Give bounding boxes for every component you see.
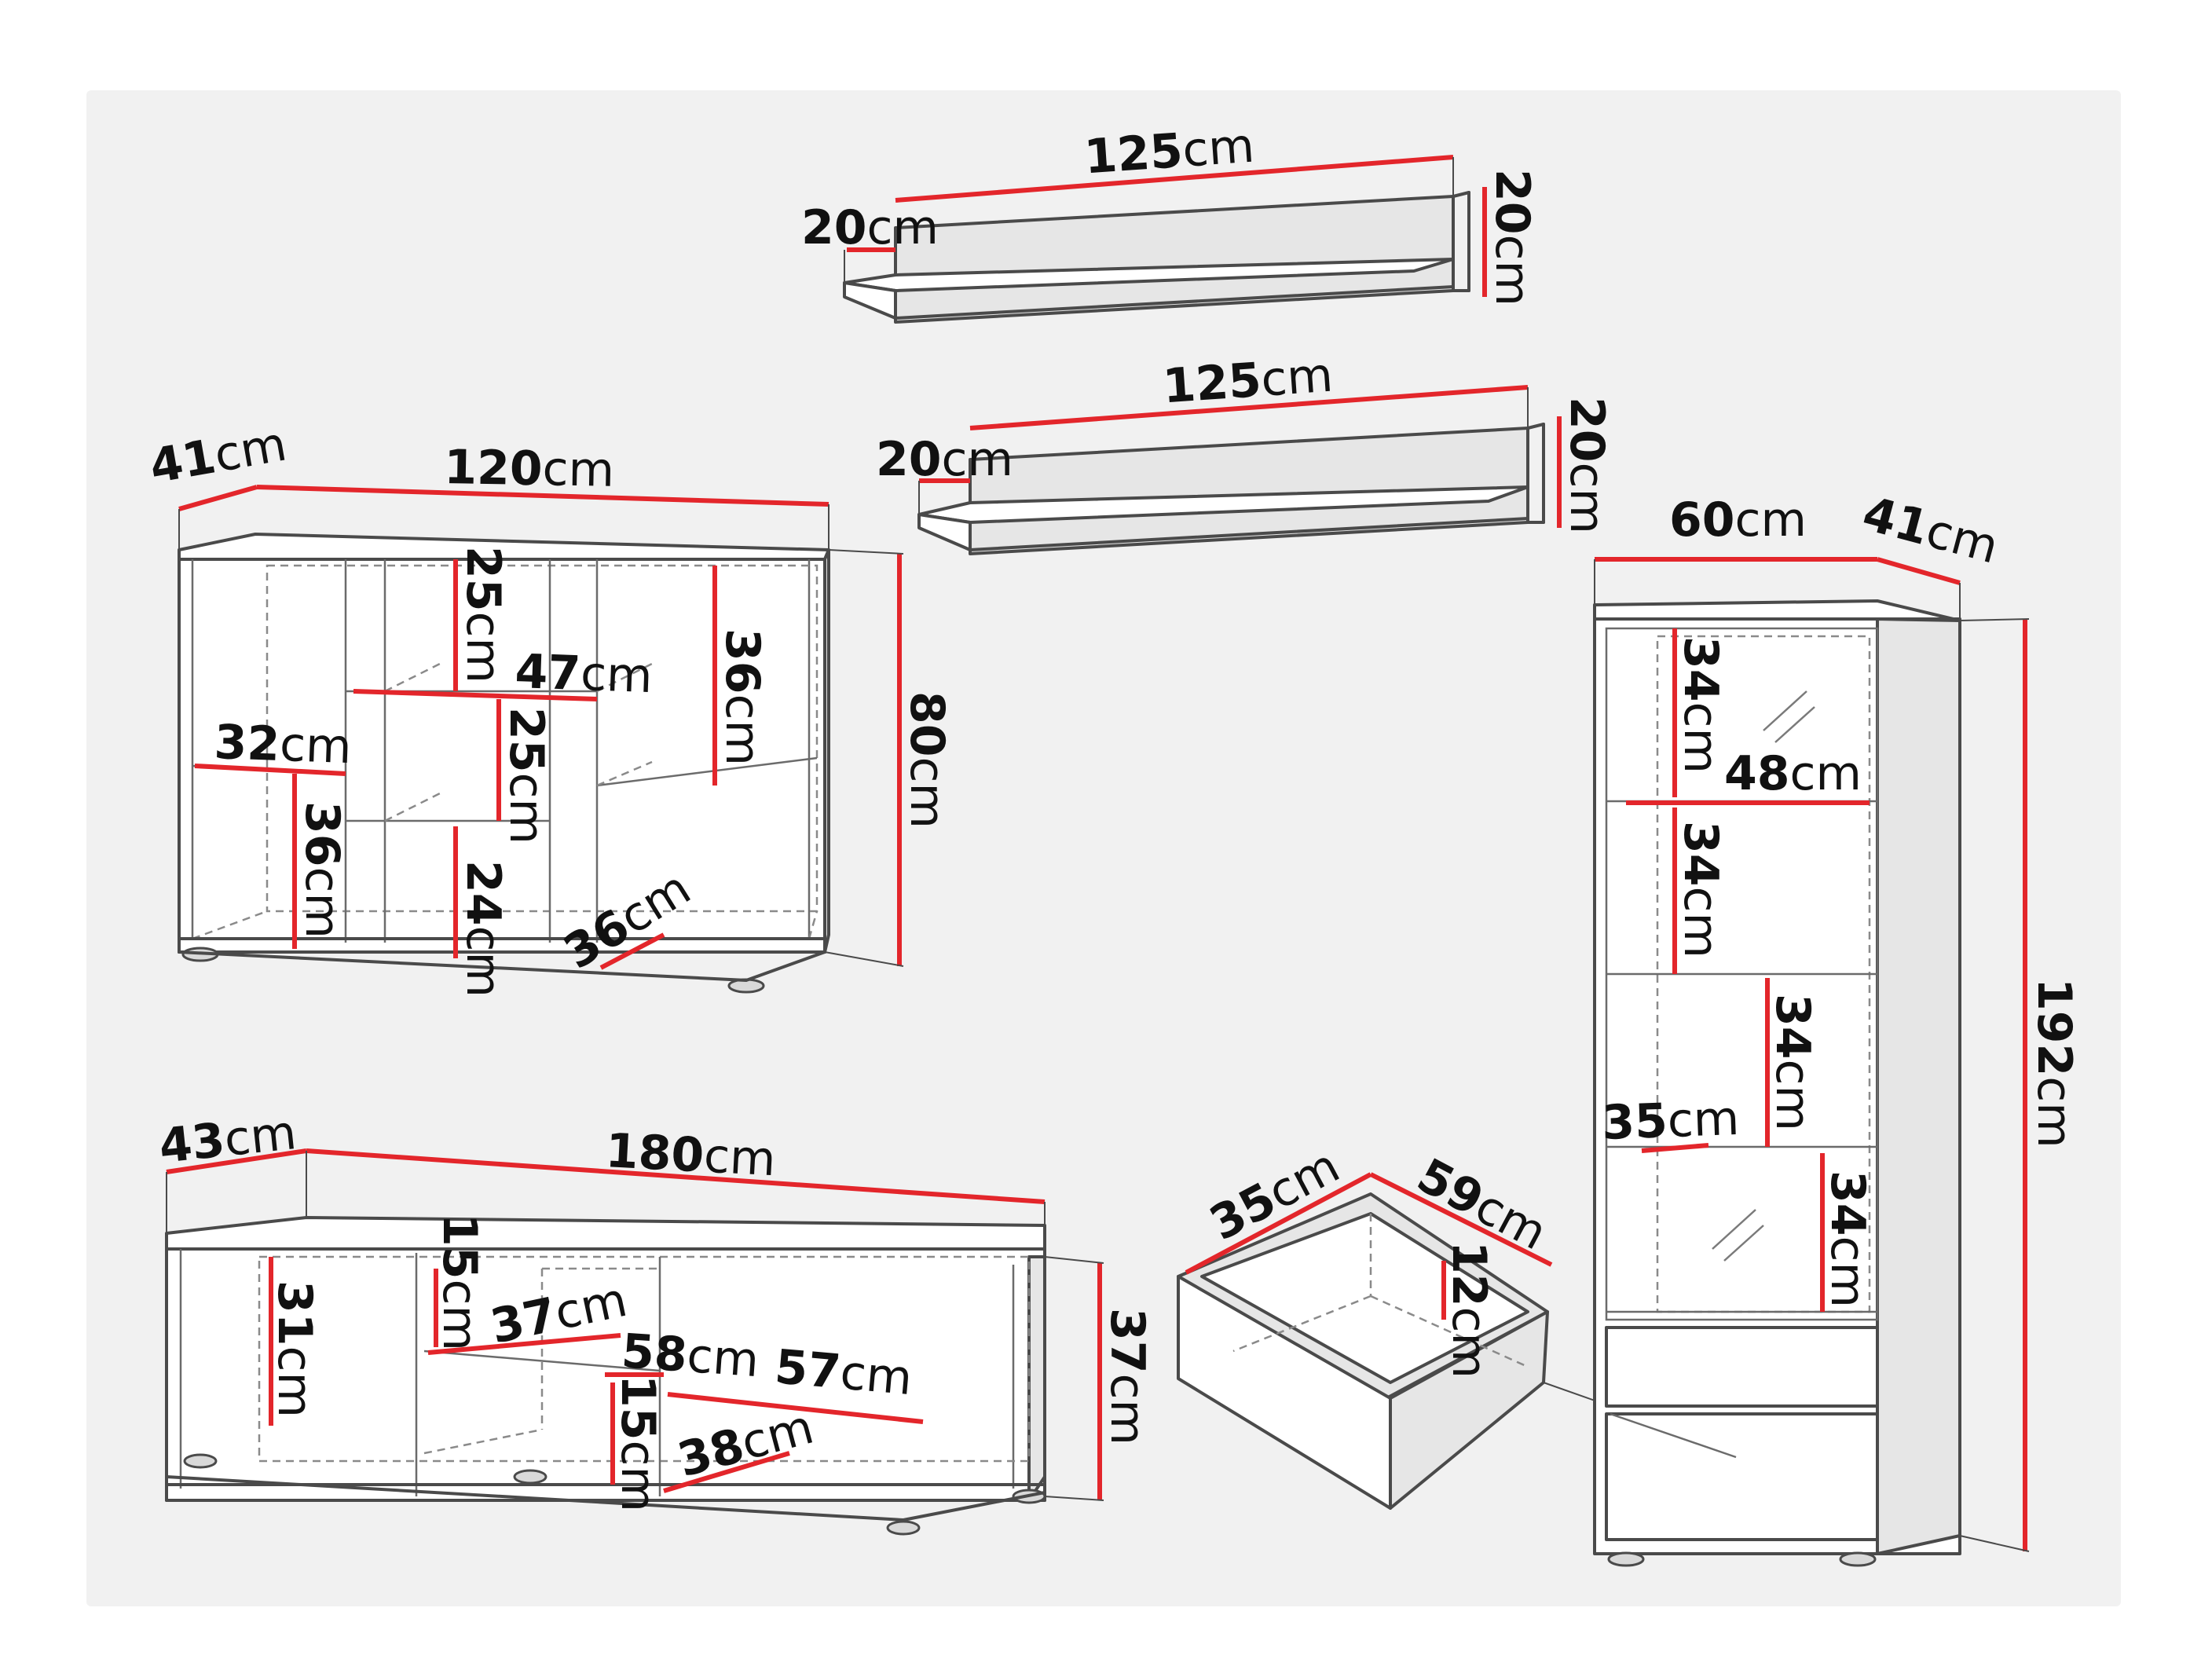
cabinet-side [1876, 617, 1961, 1555]
cabinet-inner-width-label: 48cm [1724, 746, 1862, 801]
wall-shelf-top: 125cm 20cm 20cm [801, 119, 1540, 324]
drawer-height-label: 12cm [1441, 1241, 1496, 1379]
tv-stand-comp-left-label: 31cm [267, 1280, 322, 1418]
shelf-top-front-edge [894, 285, 1455, 320]
tv-stand-niche-top-label: 15cm [432, 1214, 487, 1351]
drawer-depth-line [1185, 1172, 1372, 1275]
cabinet-height-label: 192cm [2027, 978, 2082, 1148]
sideboard-comp-left-height-label: 36cm [295, 801, 350, 939]
cabinet-width-label: 60cm [1669, 493, 1807, 548]
sideboard-shelf-width-label: 47cm [514, 644, 653, 704]
tv-stand-width-label: 180cm [604, 1123, 777, 1187]
tv-stand-side [1027, 1255, 1046, 1502]
sideboard-comp-mid-label: 25cm [499, 707, 554, 844]
cabinet-comp3-depth-line [1641, 1143, 1709, 1153]
tv-stand-foot-3 [886, 1520, 921, 1536]
sideboard-comp-top-mid-label: 25cm [456, 546, 511, 683]
drawer-width-line [1369, 1172, 1553, 1267]
wall-shelf-bottom: 125cm 20cm 20cm [876, 348, 1614, 555]
cabinet-comp4-label: 34cm [1820, 1170, 1875, 1308]
shelf-bottom-depth-label: 20cm [876, 432, 1013, 487]
sideboard-comp-low-mid-label: 24cm [456, 860, 511, 998]
sideboard-side [823, 548, 830, 954]
tv-stand-depth-label: 43cm [156, 1105, 298, 1174]
sideboard-shelf-right [596, 756, 818, 787]
sideboard-shelf-width-line [353, 689, 598, 701]
tv-stand-niche-shelf [423, 1350, 661, 1372]
sideboard-width-line [256, 485, 830, 507]
shelf-bottom-height-label: 20cm [1559, 397, 1614, 534]
tv-stand-niche-width-label: 58cm [620, 1324, 760, 1388]
sideboard-depth-line [178, 485, 258, 511]
cabinet-comp3-label: 34cm [1765, 994, 1820, 1131]
tv-stand-foot-1 [183, 1453, 218, 1469]
cabinet-comp1-label: 34cm [1673, 636, 1728, 774]
cabinet-glass-reflection-2 [1712, 1209, 1756, 1250]
sideboard-comp-low-depth-line [599, 932, 665, 970]
tv-stand-back-hidden [258, 1255, 1031, 1463]
cabinet-foot-left [1607, 1551, 1645, 1567]
shelf-top-width-line [895, 155, 1454, 203]
cabinet-foot-right [1839, 1551, 1877, 1567]
sideboard-comp-left-width-label: 32cm [213, 715, 352, 775]
sideboard-comp-top-right-label: 36cm [715, 628, 770, 766]
shelf-bottom-width-label: 125cm [1161, 348, 1335, 415]
cabinet-drawer-2 [1605, 1412, 1879, 1541]
tv-stand: 43cm 180cm 37cm 31cm 15cm 37cm 58cm 57cm… [156, 1105, 1155, 1536]
tv-stand-right-width-label: 57cm [773, 1339, 914, 1406]
sideboard: 41cm 120cm 80cm 25cm 36cm 47cm 25cm 32cm… [145, 416, 954, 997]
drawer: 35cm 59cm 12cm [1177, 1138, 1745, 1510]
tv-stand-depth-line [166, 1148, 307, 1174]
tv-stand-right-width-line [667, 1392, 924, 1424]
shelf-top-width-label: 125cm [1082, 119, 1256, 185]
shelf-top-height-label: 20cm [1485, 169, 1540, 306]
shelf-top-depth-label: 20cm [801, 200, 939, 255]
tv-stand-niche-low-depth-line [663, 1451, 790, 1493]
cabinet-comp2-label: 34cm [1673, 821, 1728, 958]
cabinet-depth-line [1877, 557, 1961, 585]
shelf-bottom-width-line [969, 385, 1529, 430]
sideboard-width-label: 120cm [444, 440, 615, 498]
tv-stand-foot-2 [513, 1469, 548, 1485]
tall-cabinet: 60cm 41cm 192cm 34cm 48cm 34cm 34cm 35cm… [1593, 486, 2082, 1567]
cabinet-glass-reflection-1 [1763, 690, 1807, 731]
tv-stand-height-label: 37cm [1100, 1308, 1155, 1445]
tv-stand-niche-depth-line [427, 1333, 621, 1355]
sideboard-back-hidden [266, 564, 819, 913]
cabinet-comp3-depth-label: 35cm [1601, 1091, 1740, 1151]
cabinet-drawer-1 [1605, 1326, 1879, 1408]
tv-stand-width-line [306, 1148, 1046, 1204]
sideboard-depth-label: 41cm [145, 416, 290, 494]
tv-stand-top [165, 1216, 1046, 1258]
sideboard-comp-left-width-line [194, 764, 346, 776]
sideboard-height-label: 80cm [899, 691, 954, 829]
tv-stand-niche-low-label: 15cm [610, 1375, 665, 1512]
